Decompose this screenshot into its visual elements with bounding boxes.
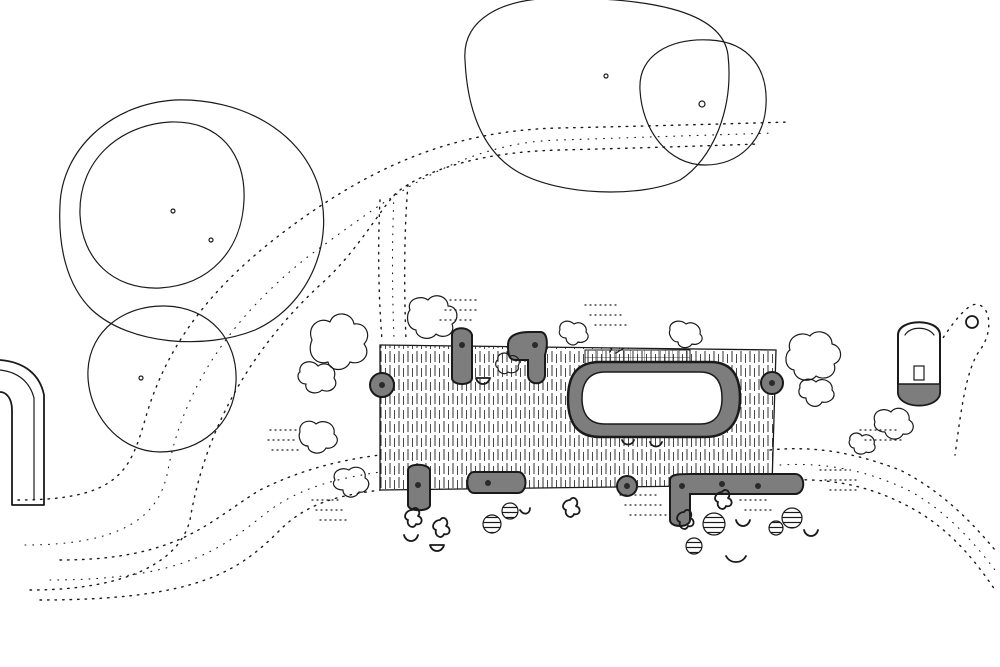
path-edge (789, 479, 996, 591)
tree-canopy-left-large (59, 99, 325, 343)
stool-round (685, 537, 703, 555)
stool-round (501, 502, 519, 520)
path-edge (403, 184, 409, 341)
path-edge (769, 448, 996, 551)
path-edge (29, 143, 761, 591)
central-plaza (379, 344, 777, 491)
path-edge (59, 454, 381, 561)
tree-trunk-dot (965, 315, 979, 329)
shrub-cluster (785, 331, 842, 381)
tree-trunk-dot (208, 237, 214, 243)
path-edge (934, 303, 990, 456)
path-edge (377, 199, 383, 341)
gravel-paths (17, 121, 996, 601)
plant-scribble (404, 506, 423, 528)
path-edge (39, 489, 381, 601)
path-fill (391, 194, 395, 339)
shrub-cluster (406, 295, 458, 339)
kiosk-base (897, 383, 941, 407)
ground-stipple (267, 299, 906, 521)
shrub-cluster (332, 466, 370, 498)
path-edge (17, 121, 791, 501)
shrub-cluster (848, 432, 876, 455)
stool-crescent (519, 507, 531, 515)
stool-round (781, 507, 803, 529)
stool-crescent (621, 439, 635, 446)
shrub-cluster (298, 420, 338, 454)
bench-left (0, 359, 45, 506)
tree-trunk-dot (603, 73, 609, 79)
stool-crescent (735, 519, 751, 527)
tree-canopy-left-lower (87, 305, 237, 453)
stool-crescent (475, 377, 491, 385)
tree-canopies (59, 0, 767, 453)
shrubs (297, 295, 914, 498)
seat-block (451, 327, 473, 385)
tree-trunk-dot (170, 208, 176, 214)
tree-trunk-dot (698, 100, 706, 108)
plant-scribble (676, 508, 695, 530)
shrub-cluster (873, 407, 914, 440)
shrub-cluster (297, 361, 337, 394)
tree-canopy-top-right (639, 39, 767, 166)
stool-crescent (403, 534, 419, 542)
reflecting-pool-water (581, 371, 723, 425)
shrub-cluster (495, 352, 520, 375)
plant-scribble (714, 488, 733, 510)
small-planters (403, 377, 819, 563)
kiosk-right (897, 315, 979, 407)
tree-canopy-top (464, 0, 730, 193)
shrub-cluster (558, 320, 589, 346)
plant-scribble (432, 516, 451, 538)
stool-round (482, 514, 502, 534)
shrub-cluster (309, 313, 369, 371)
stool-round (702, 512, 726, 536)
seating-elements (369, 327, 805, 527)
stool-crescent (429, 544, 445, 552)
stool-crescent (649, 441, 663, 448)
stool-round (768, 520, 784, 536)
tree-trunk-dot (138, 375, 144, 381)
plant-scribble (562, 496, 581, 518)
seat-block (669, 473, 805, 527)
stool-crescent (725, 555, 747, 563)
shrub-cluster (668, 320, 703, 349)
tree-canopy-left-inner (79, 121, 245, 289)
stool-crescent (803, 529, 819, 537)
seat-block (466, 471, 527, 494)
shrub-cluster (798, 378, 835, 407)
